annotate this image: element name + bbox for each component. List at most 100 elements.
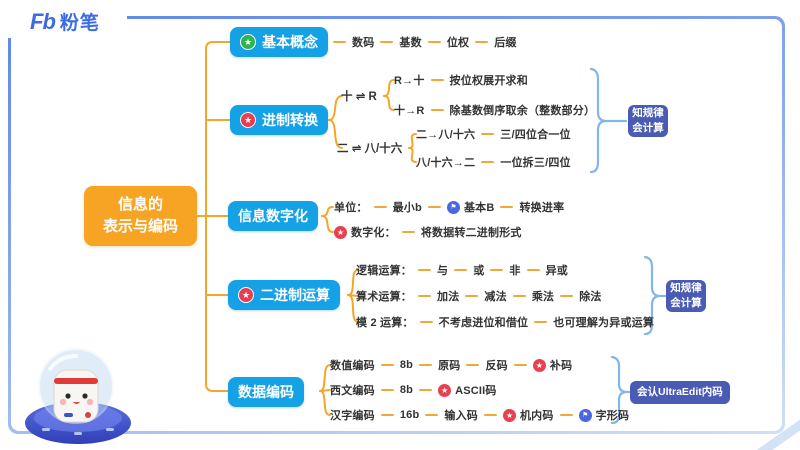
red-star-icon: ★ [238,287,254,303]
row-chinese-encoding: 汉字编码 16b 输入码 ★ 机内码 ⚑ 字形码 [330,407,629,423]
topic-label: 进制转换 [262,112,318,128]
note-ultraedit: 会认UltraEdit内码 [630,381,730,404]
connector-dash [475,41,489,43]
connector-dash [454,269,468,271]
green-star-icon: ★ [240,34,256,50]
note-line: 会认UltraEdit内码 [637,385,723,398]
frame-gap-top [10,13,127,23]
topic-label: 西文编码 [330,385,375,397]
topic-label: 加法 [437,291,460,303]
topic-label: 8b [399,359,414,371]
root-topic: 信息的 表示与编码 [84,186,197,246]
topic-label: 原码 [438,360,461,372]
connector-dash [559,414,573,416]
mascot-robot-ufo [25,348,131,444]
topic-label: 将数据转二进制形式 [420,227,522,239]
connector-dash [481,133,495,135]
topic-label: 一位拆三/四位 [500,157,571,169]
topic-label: 算术运算： [356,291,412,303]
connector-dash [418,295,431,297]
note-know-rules-1: 知规律 会计算 [628,105,668,137]
row-numeric-encoding: 数值编码 8b 原码 反码 ★ 补码 [330,357,572,373]
topic-label: 乘法 [531,291,555,303]
row-basic-concept-items: 数码 基数 位权 后缀 [327,34,517,50]
note-line: 会计算 [632,122,664,134]
topic-label: 补码 [549,360,573,372]
topic-label: 或 [473,265,485,277]
topic-basic-concepts: ★ 基本概念 [230,27,328,57]
topic-label: 十→R [394,105,425,117]
topic-label: 基数 [399,37,422,49]
slide-border-frame [8,16,785,434]
topic-label: 单位： [334,202,368,214]
topic-label: 位权 [446,37,470,49]
fenbi-logo-text: 粉笔 [59,13,100,34]
connector-dash [430,109,444,111]
connector-dash [560,295,574,297]
topic-label: 数值编码 [330,360,375,372]
topic-label: 数码 [352,37,375,49]
topic-label: 异或 [545,265,569,277]
fenbi-logo: Fb 粉笔 [30,8,100,35]
connector-dash [333,41,346,43]
topic-label: 除基数倒序取余（整数部分） [449,105,596,117]
connector-dash [380,41,394,43]
subtopic-bin-oct-hex: 二 ⇌ 八/十六 [337,143,403,155]
connector-dash [534,321,548,323]
topic-label: 后缀 [494,37,517,49]
topic-label: 8b [399,384,414,396]
connector-dash [481,161,495,163]
topic-label: 三/四位合一位 [500,129,571,141]
connector-dash [425,414,439,416]
topic-label: 二→八/十六 [416,129,476,141]
connector-dash [512,295,526,297]
connector-dash [380,364,394,366]
connector-dash [380,414,394,416]
topic-digitization: 信息数字化 [228,201,318,231]
topic-label: 16b [399,409,420,421]
connector-dash [490,269,504,271]
root-title-line1: 信息的 [117,195,163,213]
connector-dash [427,206,441,208]
topic-label: 逻辑运算： [356,265,412,277]
connector-dash [500,206,514,208]
connector-dash [418,269,431,271]
topic-label: 汉字编码 [330,410,375,422]
topic-label: 与 [437,265,449,277]
connector-dash [401,231,415,233]
connector-dash [466,364,480,366]
red-star-icon: ★ [240,112,256,128]
connector-dash [419,321,433,323]
connector-dash [465,295,479,297]
connector-dash [513,364,527,366]
row-mod2-ops: 模 2 运算： 不考虑进位和借位 也可理解为异或运算 [356,314,654,330]
row-dec-to-r: 十→R 除基数倒序取余（整数部分） [394,102,595,118]
topic-label: ASCII码 [455,385,497,397]
fenbi-logo-icon: Fb [30,8,56,34]
row-western-encoding: 西文编码 8b ★ ASCII码 [330,382,497,398]
topic-label: 减法 [484,291,507,303]
topic-label: 机内码 [519,410,554,422]
connector-dash [373,206,387,208]
topic-label: 数据编码 [238,384,294,400]
note-know-rules-2: 知规律 会计算 [666,280,706,312]
topic-label: 二进制运算 [260,287,330,303]
topic-binary-operations: ★ 二进制运算 [228,280,340,310]
connector-dash [430,79,444,81]
topic-data-encoding: 数据编码 [228,377,304,407]
topic-label: R→十 [394,75,425,87]
topic-label: 字形码 [595,410,630,422]
row-digitalize: ★ 数字化： 将数据转二进制形式 [334,224,522,240]
connector-dash [427,41,441,43]
row-arithmetic-ops: 算术运算： 加法 减法 乘法 除法 [356,288,602,304]
topic-label: 最小b [392,202,422,214]
red-star-icon: ★ [438,383,452,397]
topic-label: 数字化： [351,227,396,239]
topic-label: 八/十六→二 [416,157,476,169]
subtopic-dec-r: 十 ⇌ R [341,91,377,103]
topic-label: 基本B [463,202,495,214]
topic-label: 不考虑进位和借位 [438,317,529,329]
blue-flag-icon: ⚑ [446,200,460,214]
topic-label: 按位权展开求和 [449,75,528,87]
